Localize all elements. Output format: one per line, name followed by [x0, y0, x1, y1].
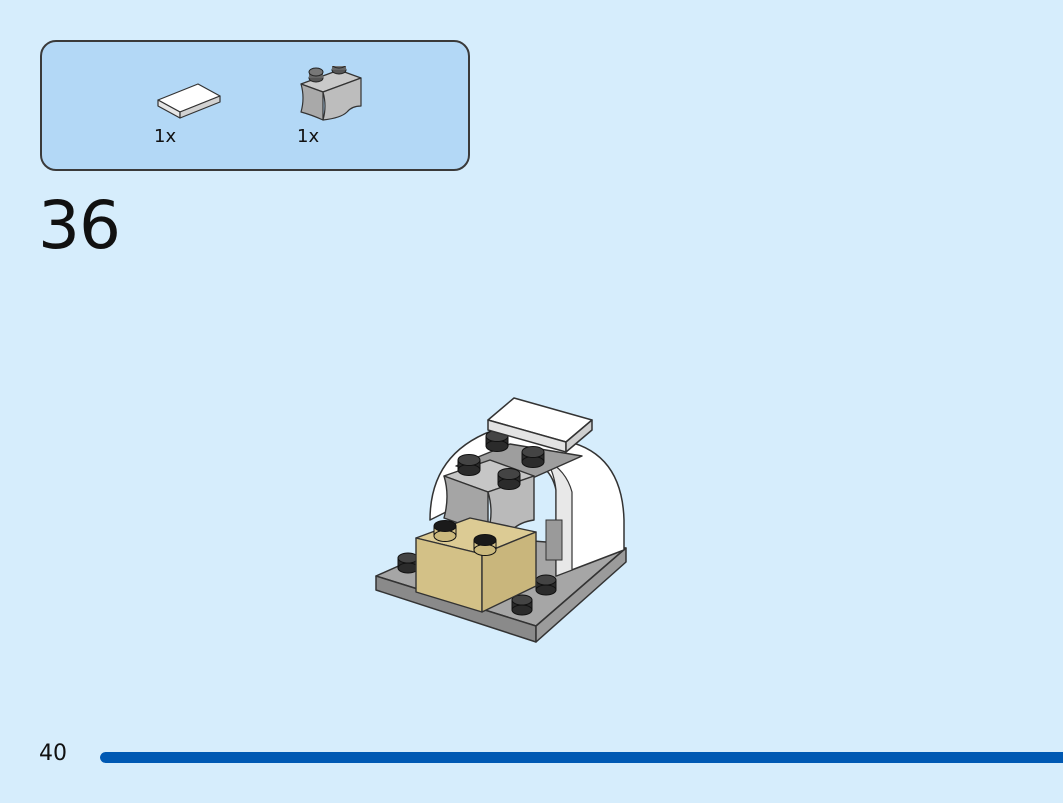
part-white-tile: 1x	[154, 80, 224, 147]
step-number: 36	[38, 187, 121, 264]
parts-callout: 1x 1x	[40, 40, 470, 171]
model-illustration	[360, 380, 650, 660]
white-tile-icon	[157, 83, 221, 119]
grey-masonry-brick-icon	[300, 66, 362, 121]
part-quantity: 1x	[297, 126, 320, 147]
part-grey-masonry-brick: 1x	[297, 66, 367, 148]
page-number: 40	[39, 741, 67, 766]
part-quantity: 1x	[154, 126, 177, 147]
page-progress-fill	[100, 752, 1063, 763]
page-progress-bar	[100, 752, 1063, 763]
lego-model-icon	[375, 397, 627, 643]
